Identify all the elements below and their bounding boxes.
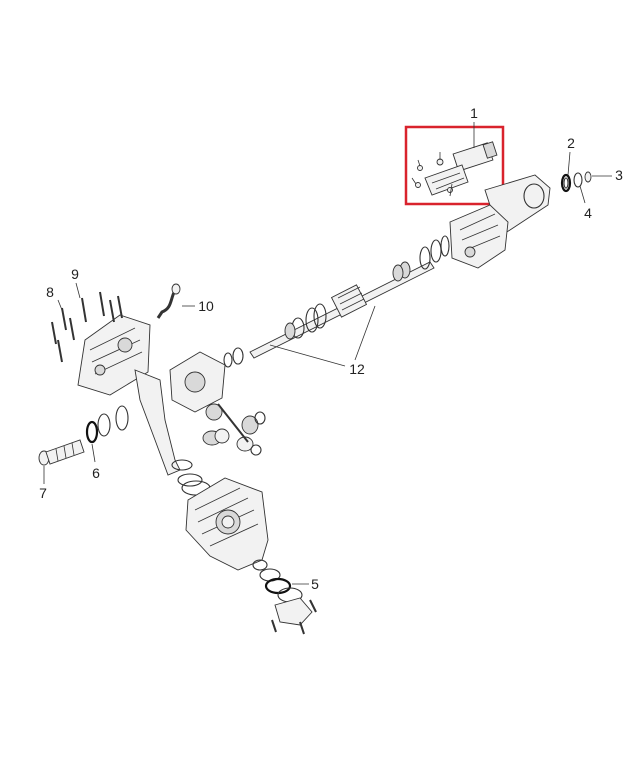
callout-6: 6	[92, 465, 100, 481]
callout-2: 2	[567, 135, 575, 151]
part-1-highlight-box	[404, 125, 505, 206]
axle-tube-housing[interactable]	[449, 174, 551, 269]
callout-8: 8	[46, 284, 54, 300]
part-4-washer[interactable]	[573, 172, 583, 188]
part-8-bolts[interactable]	[51, 307, 75, 363]
part-7-pinion-flange[interactable]	[38, 439, 85, 466]
callout-5: 5	[311, 576, 319, 592]
part-2-seal[interactable]	[560, 173, 572, 193]
left-cover-housing[interactable]	[77, 314, 151, 396]
differential-case[interactable]	[134, 351, 226, 496]
leader-9	[75, 282, 81, 299]
callout-4: 4	[584, 205, 592, 221]
leader-12b	[354, 305, 376, 361]
callout-9: 9	[71, 266, 79, 282]
leader-lines	[43, 122, 612, 585]
callout-12: 12	[349, 361, 365, 377]
part-10-vent-hose[interactable]	[156, 283, 181, 319]
part-1-actuator-assembly[interactable]	[404, 125, 505, 206]
part-3-nut[interactable]	[584, 171, 592, 183]
leader-8	[57, 299, 63, 311]
part-9-bolts[interactable]	[81, 291, 123, 323]
part-12-shaft-assembly[interactable]	[223, 235, 450, 368]
output-flange[interactable]	[271, 597, 317, 635]
leader-12a	[269, 344, 346, 367]
leader-4	[579, 185, 586, 204]
differential-gears[interactable]	[202, 403, 266, 456]
callout-3: 3	[615, 167, 623, 183]
callout-7: 7	[39, 485, 47, 501]
callout-10: 10	[198, 298, 214, 314]
callout-1: 1	[470, 105, 478, 121]
lower-carrier-housing[interactable]	[185, 477, 281, 582]
part-6-seal[interactable]	[85, 420, 99, 444]
leader-6	[91, 443, 96, 463]
callout-labels: 1 2 3 4 5 6 7 8 9 10 12	[39, 105, 623, 592]
pinion-bearing-rings[interactable]	[97, 405, 129, 437]
leader-2	[567, 151, 571, 176]
